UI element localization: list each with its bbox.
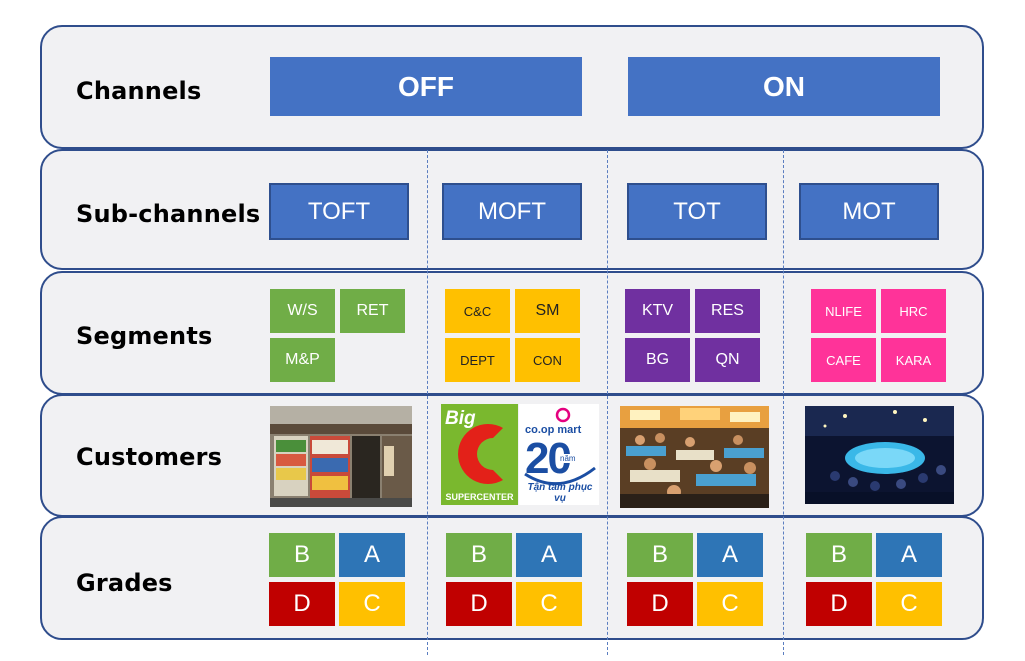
customers-label: Customers [76, 443, 223, 471]
segment-tile: SM [515, 289, 580, 333]
segment-tile: NLIFE [811, 289, 876, 333]
segment-tile: QN [695, 338, 760, 382]
sub-channel-mot: MOT [799, 183, 939, 240]
coopmart-brand: co.op mart [525, 424, 582, 436]
grade-d: D [269, 582, 335, 626]
bigc-logo: Big SUPERCENTER [441, 404, 518, 505]
segment-tile: BG [625, 338, 690, 382]
segment-tile: M&P [270, 338, 335, 382]
channel-on: ON [628, 57, 940, 116]
segment-tile: DEPT [445, 338, 510, 382]
grades-label: Grades [76, 569, 173, 597]
grade-c: C [697, 582, 763, 626]
grade-c: C [876, 582, 942, 626]
bigc-text: Big [445, 408, 476, 429]
segment-tile: W/S [270, 289, 335, 333]
coopmart-slogan: Tận tâm phục vụ [527, 482, 593, 504]
segment-tile: RES [695, 289, 760, 333]
segment-tile: CAFE [811, 338, 876, 382]
restaurant-crowd-photo [620, 406, 769, 508]
coopmart-logo: co.op mart 20 năm Tận tâm phục vụ [519, 404, 599, 505]
channels-label: Channels [76, 77, 202, 105]
segment-tile: C&C [445, 289, 510, 333]
segment-tile: KARA [881, 338, 946, 382]
column-divider [607, 150, 608, 655]
segment-tile: RET [340, 289, 405, 333]
segment-tile: HRC [881, 289, 946, 333]
segments-label: Segments [76, 322, 213, 350]
segment-tile: CON [515, 338, 580, 382]
channel-off: OFF [270, 57, 582, 116]
coopmart-nam: năm [559, 454, 577, 463]
segment-tile: KTV [625, 289, 690, 333]
sub-channel-toft: TOFT [269, 183, 409, 240]
sub-channels-label: Sub-channels [76, 200, 261, 228]
grade-b: B [806, 533, 872, 577]
sub-channel-moft: MOFT [442, 183, 582, 240]
grade-c: C [516, 582, 582, 626]
grade-b: B [446, 533, 512, 577]
grade-b: B [627, 533, 693, 577]
grade-d: D [446, 582, 512, 626]
grade-b: B [269, 533, 335, 577]
grade-a: A [339, 533, 405, 577]
sub-channel-tot: TOT [627, 183, 767, 240]
bigc-supercenter: SUPERCENTER [445, 492, 514, 502]
column-divider [427, 150, 428, 655]
grade-c: C [339, 582, 405, 626]
column-divider [783, 150, 784, 655]
grade-d: D [627, 582, 693, 626]
nightlife-party-photo [805, 406, 954, 504]
grade-a: A [516, 533, 582, 577]
grade-d: D [806, 582, 872, 626]
grade-a: A [876, 533, 942, 577]
grade-a: A [697, 533, 763, 577]
street-shop-photo [270, 406, 412, 507]
